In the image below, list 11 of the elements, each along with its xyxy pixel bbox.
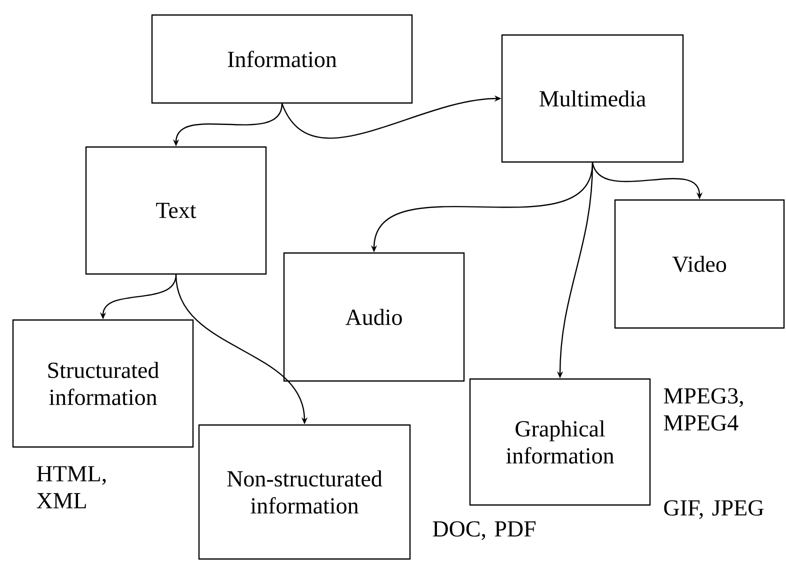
format-label: DOC, PDF xyxy=(432,521,536,540)
format-label: MPEG3, MPEG4 xyxy=(664,388,743,431)
category-box: Audio xyxy=(283,252,465,382)
category-box: Graphical information xyxy=(469,378,651,506)
category-box: Information xyxy=(151,14,413,104)
format-label: GIF, JPEG xyxy=(664,500,764,519)
category-box: Non-structurated information xyxy=(198,424,411,560)
category-box: Video xyxy=(614,199,785,329)
category-box: Text xyxy=(85,146,267,275)
category-box: Structurated information xyxy=(12,319,194,448)
category-box: Multimedia xyxy=(501,34,684,163)
